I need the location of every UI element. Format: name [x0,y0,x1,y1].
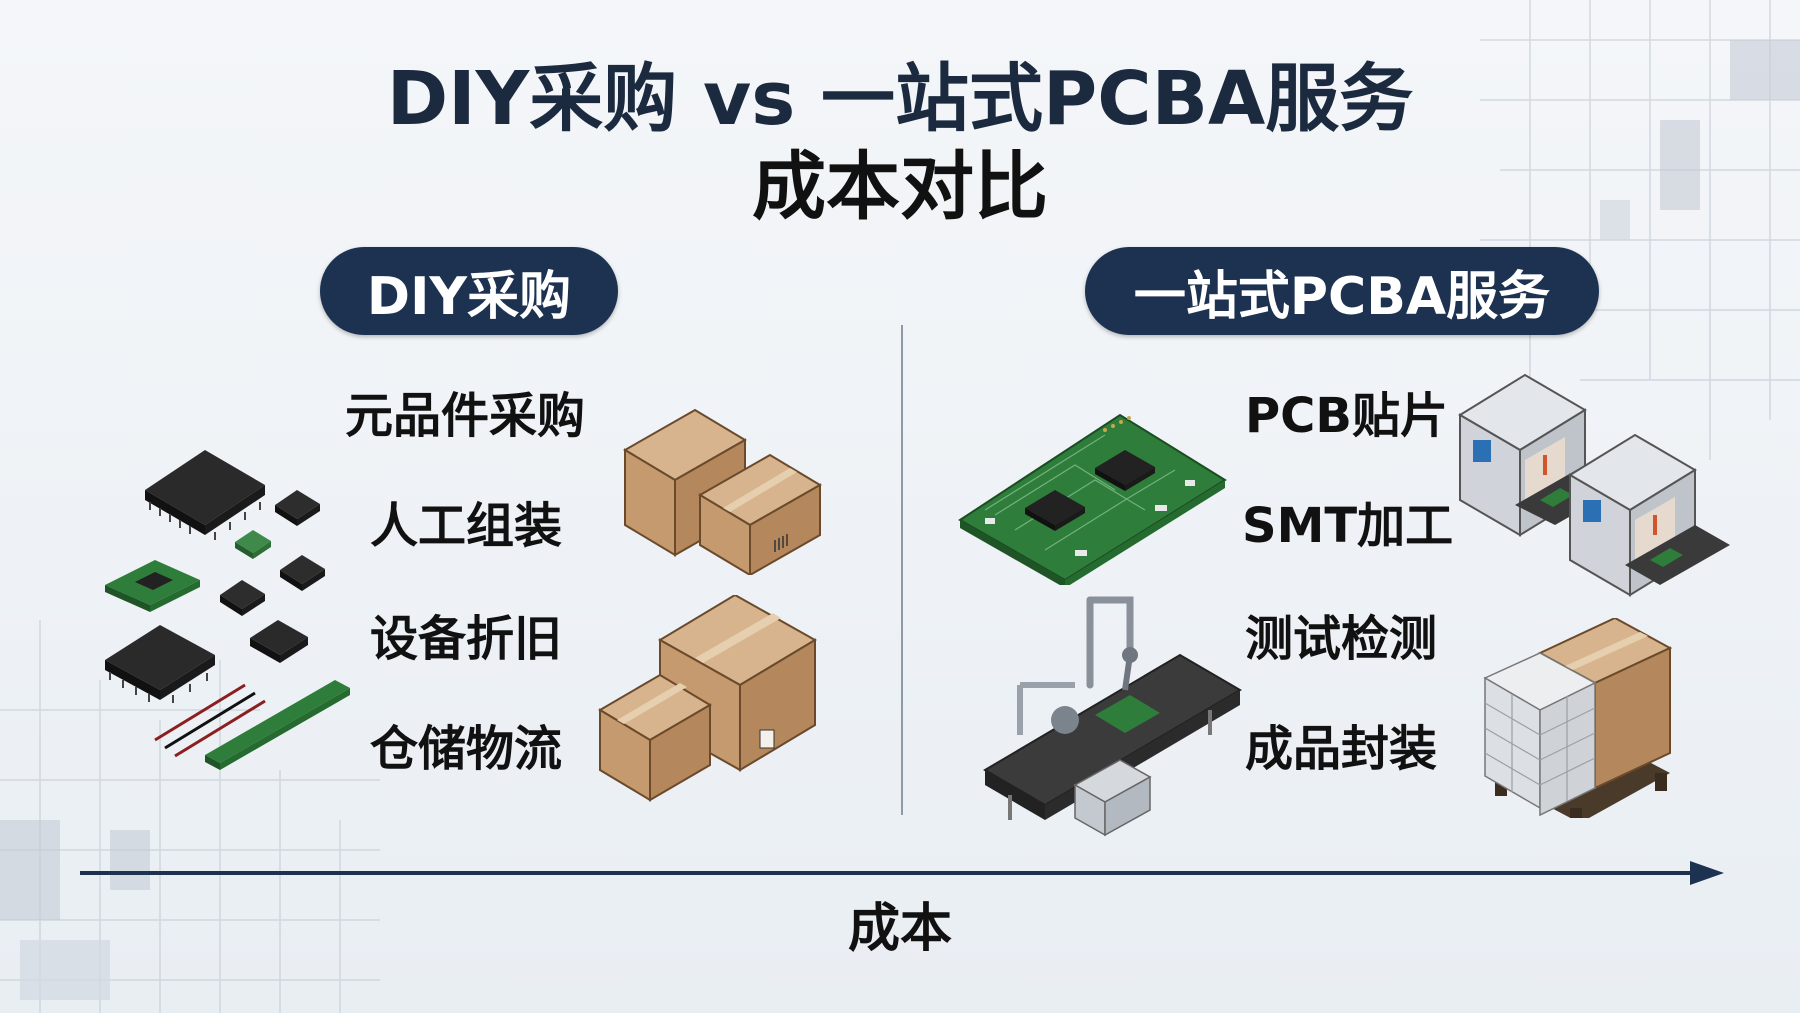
pallet-icon [1483,618,1673,818]
center-divider [901,325,903,815]
left-item-warehouse-logistics: 仓储物流 [370,721,563,777]
diy-header-pill: DIY采购 [320,247,618,335]
right-item-packaging: 成品封装 [1245,721,1438,777]
right-item-pcb-mounting: PCB贴片 [1245,388,1448,444]
smt-machine-icon [1458,373,1730,597]
cardboard-box-icon-large [598,595,817,802]
left-item-component-purchase: 元品件采购 [345,388,586,444]
cost-axis-label: 成本 [847,899,952,959]
right-item-smt-processing: SMT加工 [1242,498,1454,554]
page-subtitle: 成本对比 [752,144,1048,230]
left-item-equipment-depreciation: 设备折旧 [370,611,563,667]
chip-icon [105,450,350,770]
right-item-testing: 测试检测 [1245,611,1438,667]
left-item-manual-assembly: 人工组装 [370,498,563,554]
robot-arm-conveyor-icon [983,596,1242,837]
pcb-board-icon [958,413,1227,585]
cardboard-box-icon [623,408,822,575]
onestop-header-pill: 一站式PCBA服务 [1085,247,1599,335]
page-title: DIY采购 vs 一站式PCBA服务 [386,56,1414,142]
cost-axis-arrow [80,861,1724,885]
